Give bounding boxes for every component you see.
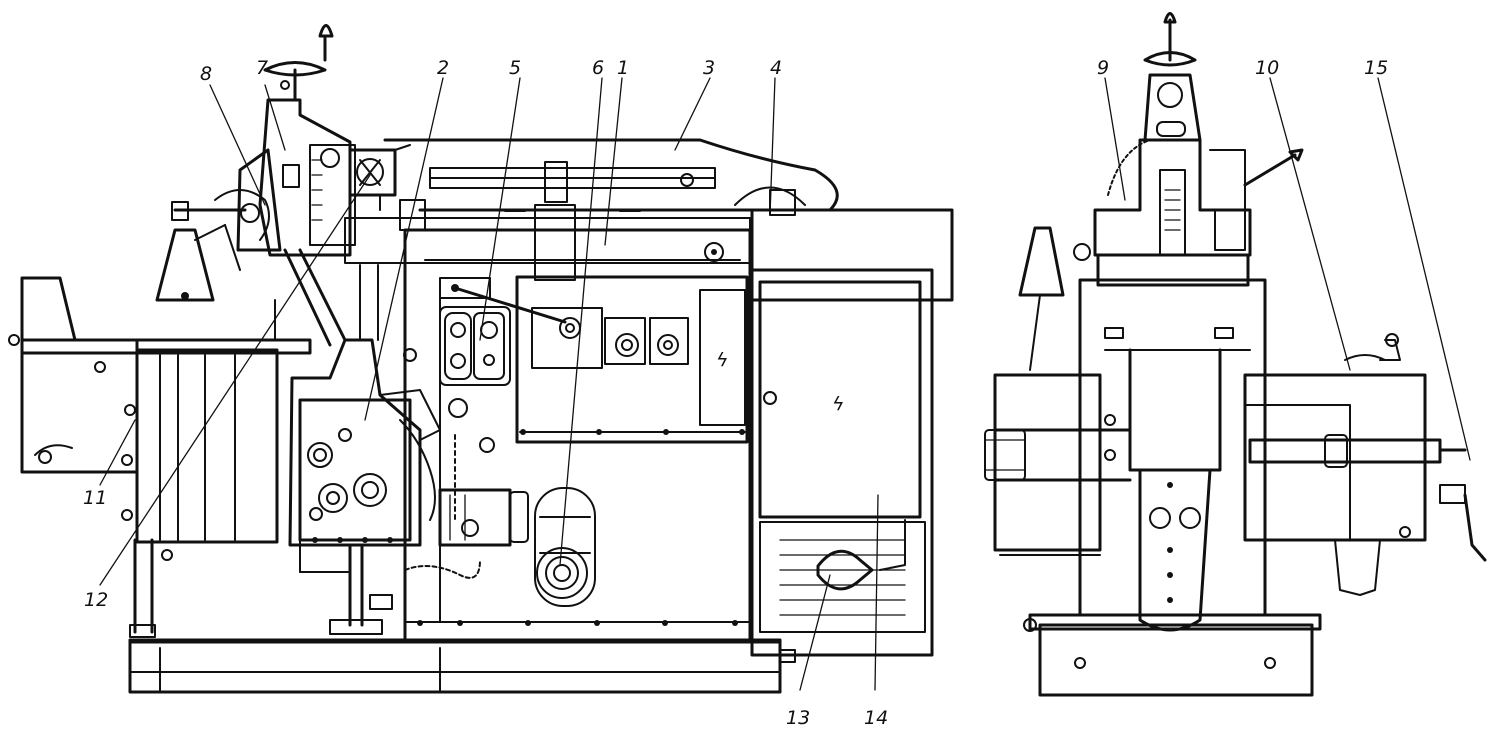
- callout-1: 1: [617, 57, 629, 79]
- callout-12: 12: [84, 589, 108, 611]
- front-view: [984, 12, 1487, 697]
- callout-14: 14: [864, 707, 888, 729]
- callout-4: 4: [770, 57, 782, 79]
- leader-lines: [99, 77, 879, 691]
- callout-8: 8: [200, 63, 212, 85]
- main-frame: ϟ: [403, 228, 752, 642]
- callout-9: 9: [1097, 57, 1109, 79]
- ram: [344, 138, 839, 281]
- callout-11: 11: [83, 487, 107, 509]
- base: [128, 638, 796, 694]
- callout-13: 13: [786, 707, 810, 729]
- callout-3: 3: [703, 57, 715, 79]
- callout-2: 2: [437, 57, 449, 79]
- callout-5: 5: [509, 57, 521, 79]
- tool-head: [155, 24, 426, 347]
- electrical-cabinet: ϟ: [750, 189, 954, 657]
- svg-text:ϟ: ϟ: [716, 349, 729, 371]
- callout-7: 7: [256, 57, 268, 79]
- feed-gearbox: [274, 264, 529, 635]
- callouts: 1 2 3 4 5 6 7 8 9 10 11 12 13 14 15: [83, 57, 1388, 729]
- leader-lines-right: [1104, 77, 1471, 461]
- side-view: ϟ: [8, 24, 954, 694]
- callout-15: 15: [1364, 57, 1388, 79]
- callout-10: 10: [1255, 57, 1279, 79]
- callout-6: 6: [592, 57, 604, 79]
- work-table: [8, 276, 312, 638]
- svg-text:ϟ: ϟ: [832, 393, 845, 415]
